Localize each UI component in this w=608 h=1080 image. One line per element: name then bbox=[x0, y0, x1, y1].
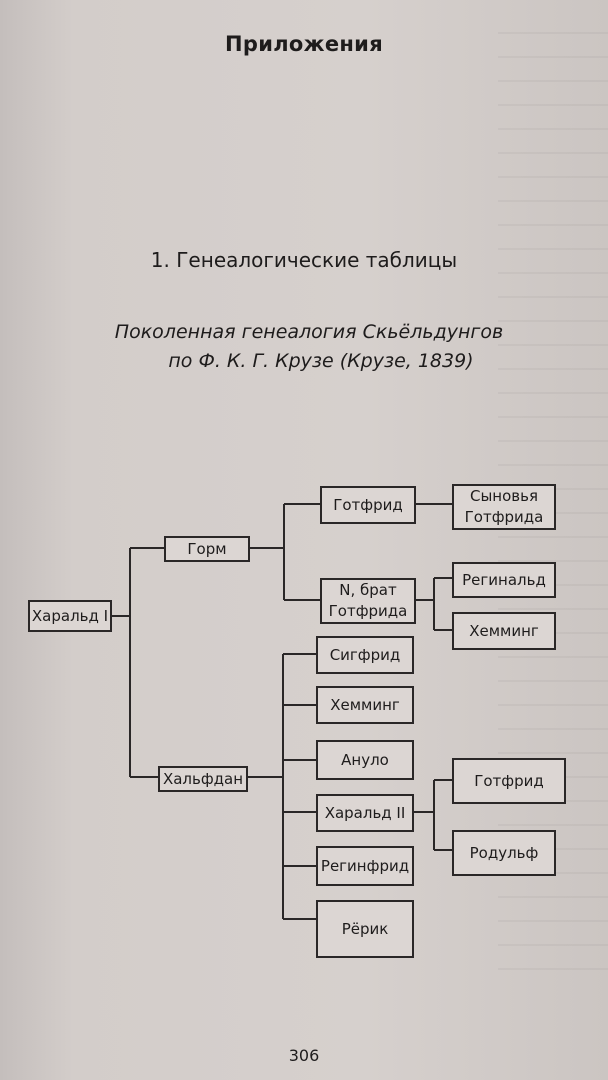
node-rodulf: Родульф bbox=[452, 830, 556, 876]
page-number: 306 bbox=[288, 1046, 320, 1065]
page-title: Приложения bbox=[225, 32, 383, 56]
node-anulo: Ануло bbox=[316, 740, 414, 780]
node-harald-2: Харальд II bbox=[316, 794, 414, 832]
node-n-brat-gotfrida: N, брат Готфрида bbox=[320, 578, 416, 624]
node-hemming-1: Хемминг bbox=[452, 612, 556, 650]
table-caption: Поколенная генеалогия Скьёльдунгов по Ф.… bbox=[0, 318, 608, 376]
caption-line-2: по Ф. К. Г. Крузе (Крузе, 1839) bbox=[168, 350, 474, 372]
node-hemming-2: Хемминг bbox=[316, 686, 414, 724]
node-harald-1: Харальд I bbox=[28, 600, 112, 632]
node-gorm: Горм bbox=[164, 536, 250, 562]
caption-line-1: Поколенная генеалогия Скьёльдунгов bbox=[114, 321, 504, 343]
node-gotfrid-2: Готфрид bbox=[452, 758, 566, 804]
node-synovya-gotfrida: Сыновья Готфрида bbox=[452, 484, 556, 530]
node-sigfrid: Сигфрид bbox=[316, 636, 414, 674]
section-heading: 1. Генеалогические таблицы bbox=[150, 248, 458, 272]
node-gotfrid: Готфрид bbox=[320, 486, 416, 524]
node-reginald: Регинальд bbox=[452, 562, 556, 598]
node-rerik: Рёрик bbox=[316, 900, 414, 958]
node-reginfrid: Регинфрид bbox=[316, 846, 414, 886]
node-halfdan: Хальфдан bbox=[158, 766, 248, 792]
